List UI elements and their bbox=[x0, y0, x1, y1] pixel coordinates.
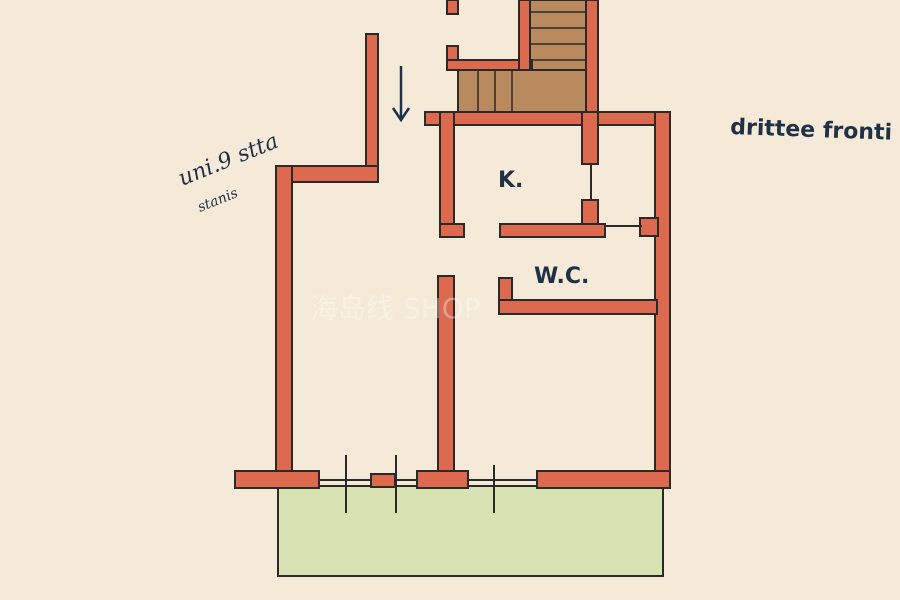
walls bbox=[234, 0, 671, 489]
wall-segment bbox=[446, 59, 533, 71]
wall-segment bbox=[639, 217, 659, 237]
wc-label: W.C. bbox=[534, 264, 589, 289]
wall-segment bbox=[365, 33, 379, 183]
wall-segment bbox=[581, 111, 599, 165]
wall-segment bbox=[585, 0, 599, 119]
handwritten-note-line1: uni.9 stta bbox=[175, 129, 282, 192]
side-annotation: drittee fronti bbox=[730, 115, 893, 146]
garden-area bbox=[277, 485, 664, 577]
kitchen-label: K. bbox=[498, 168, 523, 193]
watermark: 海岛线 SHOP bbox=[310, 292, 481, 325]
wall-segment bbox=[499, 223, 606, 238]
wall-segment bbox=[234, 470, 320, 489]
wall-segment bbox=[416, 470, 469, 489]
window-markers bbox=[319, 455, 537, 513]
wall-segment bbox=[370, 473, 396, 488]
wall-segment bbox=[275, 165, 293, 489]
down-arrow-icon bbox=[391, 66, 411, 123]
staircase bbox=[457, 0, 587, 117]
wall-segment bbox=[518, 0, 531, 71]
wall-segment bbox=[439, 111, 455, 238]
thin-partitions bbox=[590, 164, 642, 227]
wall-segment bbox=[446, 0, 459, 15]
wall-segment bbox=[439, 223, 465, 238]
wall-segment bbox=[498, 299, 658, 315]
handwritten-note-line2: stanis bbox=[196, 185, 241, 216]
wall-segment bbox=[536, 470, 671, 489]
wall-segment bbox=[424, 111, 671, 126]
